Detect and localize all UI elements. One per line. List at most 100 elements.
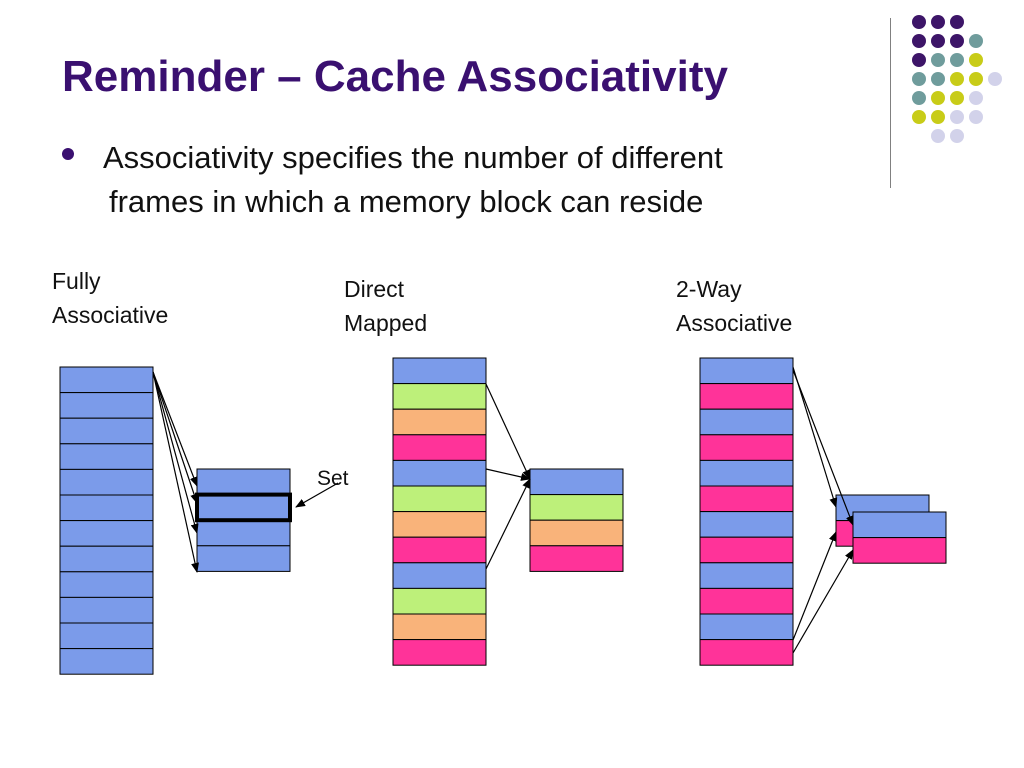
memory-block <box>699 383 794 410</box>
decorative-dot <box>950 15 964 29</box>
mapping-arrow <box>152 371 199 534</box>
cache-frame <box>529 545 624 572</box>
decorative-dot <box>931 34 945 48</box>
bullet-text: Associativity specifies the number of di… <box>103 136 863 224</box>
mapping-arrow <box>792 531 837 641</box>
decorative-dot <box>950 91 964 105</box>
decorative-dot <box>931 15 945 29</box>
decorative-dot <box>950 72 964 86</box>
mapping-arrow <box>485 468 531 481</box>
decorative-dot <box>931 53 945 67</box>
mapping-arrow <box>152 371 198 504</box>
decorative-dot <box>969 53 983 67</box>
decorative-dot <box>950 53 964 67</box>
decorative-dot <box>969 110 983 124</box>
memory-block <box>392 639 487 666</box>
decorative-dot <box>969 72 983 86</box>
label-two-way-associative: 2-Way Associative <box>676 272 792 340</box>
cache-frame <box>529 494 624 521</box>
memory-block <box>699 459 794 487</box>
decorative-dot-grid <box>912 15 1002 143</box>
label-direct-mapped: Direct Mapped <box>344 272 427 340</box>
memory-block <box>699 511 794 538</box>
memory-block <box>59 494 154 522</box>
decorative-dot <box>912 34 926 48</box>
label-direct-mapped-line-2: Mapped <box>344 310 428 336</box>
memory-block <box>699 408 794 436</box>
label-two-way-line-2: Associative <box>676 310 793 336</box>
decorative-dot <box>912 91 926 105</box>
decorative-dot <box>912 72 926 86</box>
cache-set-way-front <box>852 511 947 539</box>
memory-block <box>699 485 794 513</box>
memory-block <box>699 536 794 564</box>
decorative-dot <box>950 34 964 48</box>
memory-block <box>699 562 794 589</box>
label-two-way-line-1: 2-Way <box>676 276 742 302</box>
memory-block <box>392 434 487 461</box>
memory-block <box>392 383 487 410</box>
memory-block <box>59 648 154 675</box>
decorative-dot <box>912 53 926 67</box>
memory-block <box>59 392 154 419</box>
decorative-dot <box>950 129 964 143</box>
memory-block <box>59 417 154 445</box>
bullet-icon <box>62 148 74 160</box>
memory-block <box>59 443 154 470</box>
label-fully-associative: Fully Associative <box>52 264 168 332</box>
decorative-dot <box>950 110 964 124</box>
memory-block <box>392 587 487 615</box>
mapping-arrow <box>792 369 854 526</box>
memory-block <box>59 366 154 394</box>
decorative-dot <box>912 110 926 124</box>
memory-block <box>59 545 154 573</box>
cache-frame <box>196 519 291 547</box>
bullet-line-1: Associativity specifies the number of di… <box>103 140 723 175</box>
memory-block <box>59 622 154 650</box>
memory-block <box>699 613 794 641</box>
memory-block <box>59 596 154 624</box>
memory-block <box>699 587 794 615</box>
cache-frame <box>196 494 291 521</box>
mapping-arrow <box>295 482 339 508</box>
decorative-dot <box>931 72 945 86</box>
bullet-line-2: frames in which a memory block can resid… <box>109 184 704 219</box>
label-direct-mapped-line-1: Direct <box>344 276 405 302</box>
decorative-divider <box>890 18 891 188</box>
label-fully-associative-line-2: Associative <box>52 302 169 328</box>
mapping-arrow <box>485 383 531 480</box>
decorative-dot <box>931 110 945 124</box>
memory-block <box>392 562 487 589</box>
decorative-dot <box>969 91 983 105</box>
decorative-dot <box>931 91 945 105</box>
memory-block <box>59 468 154 496</box>
decorative-dot <box>912 15 926 29</box>
label-fully-associative-line-1: Fully <box>52 268 101 294</box>
mapping-arrow <box>152 371 199 573</box>
memory-block <box>392 459 487 487</box>
memory-block <box>392 357 487 385</box>
memory-block <box>392 613 487 641</box>
label-set: Set <box>317 467 349 490</box>
mapping-arrow <box>152 371 198 487</box>
cache-frame <box>529 468 624 496</box>
slide-title: Reminder – Cache Associativity <box>62 52 728 101</box>
highlighted-set-outline <box>195 492 292 523</box>
decorative-dot <box>969 34 983 48</box>
decorative-dot <box>988 72 1002 86</box>
mapping-arrow <box>792 549 854 654</box>
cache-frame <box>196 545 291 572</box>
memory-block <box>699 357 794 385</box>
mapping-arrow <box>792 366 838 508</box>
memory-block <box>699 639 794 666</box>
decorative-dot <box>931 129 945 143</box>
memory-block <box>699 434 794 461</box>
memory-block <box>392 511 487 538</box>
mapping-arrow <box>485 478 531 570</box>
cache-frame <box>529 519 624 547</box>
memory-block <box>59 571 154 598</box>
memory-block <box>392 485 487 513</box>
memory-block <box>392 408 487 436</box>
cache-set-way-front <box>852 537 947 564</box>
